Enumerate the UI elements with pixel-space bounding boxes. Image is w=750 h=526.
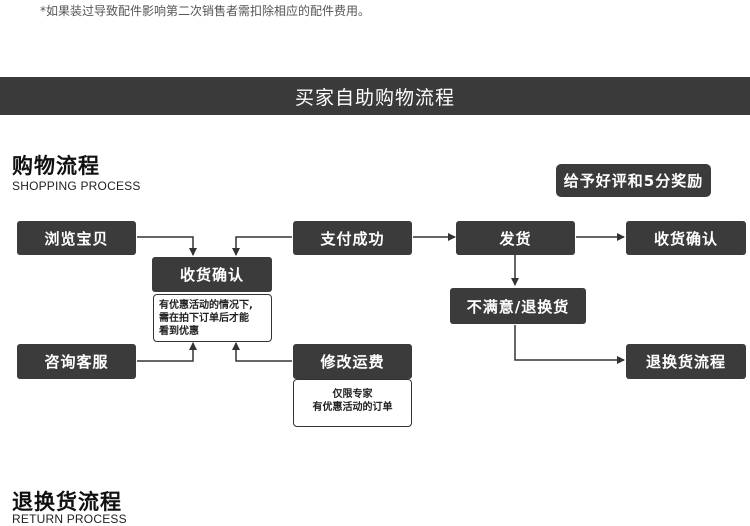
step-browse: 浏览宝贝 [17, 221, 136, 255]
discount-note: 有优惠活动的情况下, 需在拍下订单后才能 看到优惠 [153, 294, 272, 342]
arrow-modify-to-note [232, 342, 292, 362]
discount-note-line: 需在拍下订单后才能 [159, 313, 249, 324]
arrow-consult-to-note [137, 342, 197, 362]
arrow-dissatisfied-to-return [514, 325, 625, 364]
step-modify-shipping: 修改运费 [293, 344, 412, 379]
return-section-title: 退换货流程 [12, 490, 122, 514]
step-ship: 发货 [456, 221, 575, 255]
notice-text: *如果装过导致配件影响第二次销售者需扣除相应的配件费用。 [40, 4, 371, 18]
step-confirm-receipt-right: 收货确认 [626, 221, 746, 255]
discount-note-line: 看到优惠 [159, 326, 199, 337]
step-dissatisfied: 不满意/退换货 [450, 288, 586, 324]
step-consult: 咨询客服 [17, 344, 136, 379]
step-confirm-receipt: 收货确认 [152, 257, 272, 292]
shopping-section-subtitle: SHOPPING PROCESS [12, 179, 141, 193]
reward-badge: 给予好评和5分奖励 [556, 164, 711, 197]
process-banner: 买家自助购物流程 [0, 77, 750, 115]
step-pay-success: 支付成功 [293, 221, 412, 255]
step-return-process: 退换货流程 [626, 344, 746, 379]
expert-note-line: 有优惠活动的订单 [312, 402, 393, 413]
return-section-subtitle: RETURN PROCESS [12, 512, 127, 526]
discount-note-line: 有优惠活动的情况下, [159, 300, 253, 311]
expert-note: 仅限专家 有优惠活动的订单 [293, 379, 412, 427]
banner-title: 买家自助购物流程 [294, 86, 455, 109]
expert-note-line: 仅限专家 [332, 389, 373, 400]
arrow-pay-to-confirm [232, 236, 292, 256]
arrow-browse-to-confirm [137, 236, 197, 256]
shopping-section-title: 购物流程 [12, 154, 100, 178]
